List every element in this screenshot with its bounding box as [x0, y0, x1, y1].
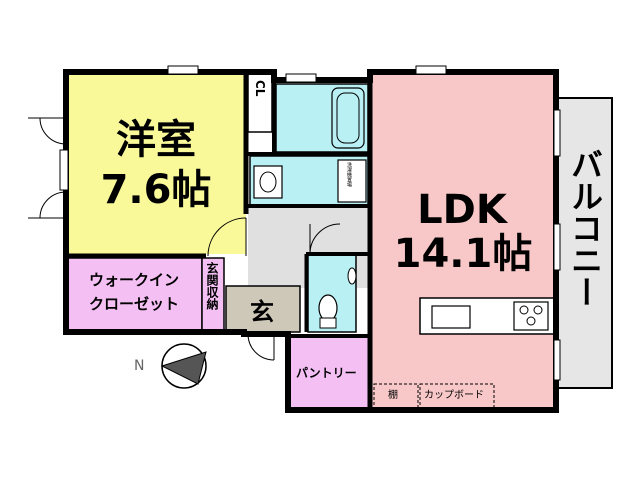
toilet-icon: [318, 294, 338, 322]
closet-label: CL: [253, 80, 267, 97]
toilet-tank-icon: [319, 317, 337, 329]
walk-in-closet: [65, 257, 203, 331]
entrance-storage-label: 玄関収納: [205, 262, 219, 310]
shelf-label: 棚: [388, 390, 398, 401]
door-swing: [39, 191, 67, 219]
entrance-area: [225, 285, 301, 333]
compass-icon: [160, 343, 207, 389]
wic-label-line1: ウォークイン: [88, 271, 179, 289]
western-room-name: 洋室: [116, 117, 196, 163]
door-swing: [39, 117, 67, 145]
western-room: [66, 74, 246, 254]
window: [59, 149, 69, 191]
compass-label: N: [134, 358, 145, 374]
door-swing: [247, 333, 275, 361]
burner-icon: [526, 316, 536, 326]
ldk-room-name: LDK: [417, 187, 507, 233]
hand-basin-icon: [347, 267, 357, 285]
basin-bowl-icon: [259, 171, 277, 193]
pantry-label: パントリー: [296, 366, 357, 380]
pantry-room: [290, 338, 368, 410]
cupboard-label: カップボード: [424, 390, 484, 401]
burner-icon: [519, 305, 529, 315]
window: [553, 339, 561, 381]
balcony-label: バルコニー: [566, 148, 604, 308]
bathtub-inner-icon: [336, 92, 360, 144]
washer-label: 洗濯機置場: [346, 162, 352, 187]
ldk-room: [372, 74, 554, 410]
window: [553, 223, 561, 271]
window: [285, 73, 317, 83]
window: [553, 109, 561, 157]
wic-label-line2: クローゼット: [88, 295, 179, 313]
ldk-room-area: 14.1帖: [393, 231, 533, 277]
sink-icon: [431, 305, 471, 329]
washer-place: [337, 159, 367, 203]
bathtub-icon: [331, 87, 365, 149]
stove-icon: [513, 301, 549, 331]
window: [167, 65, 199, 75]
wash-basin-icon: [253, 165, 283, 199]
western-room-area: 7.6帖: [100, 167, 212, 213]
window: [415, 65, 447, 75]
burner-icon: [533, 305, 543, 315]
entrance-label: 玄: [250, 298, 274, 326]
balcony-area: [555, 97, 613, 389]
door-swing: [207, 217, 247, 257]
